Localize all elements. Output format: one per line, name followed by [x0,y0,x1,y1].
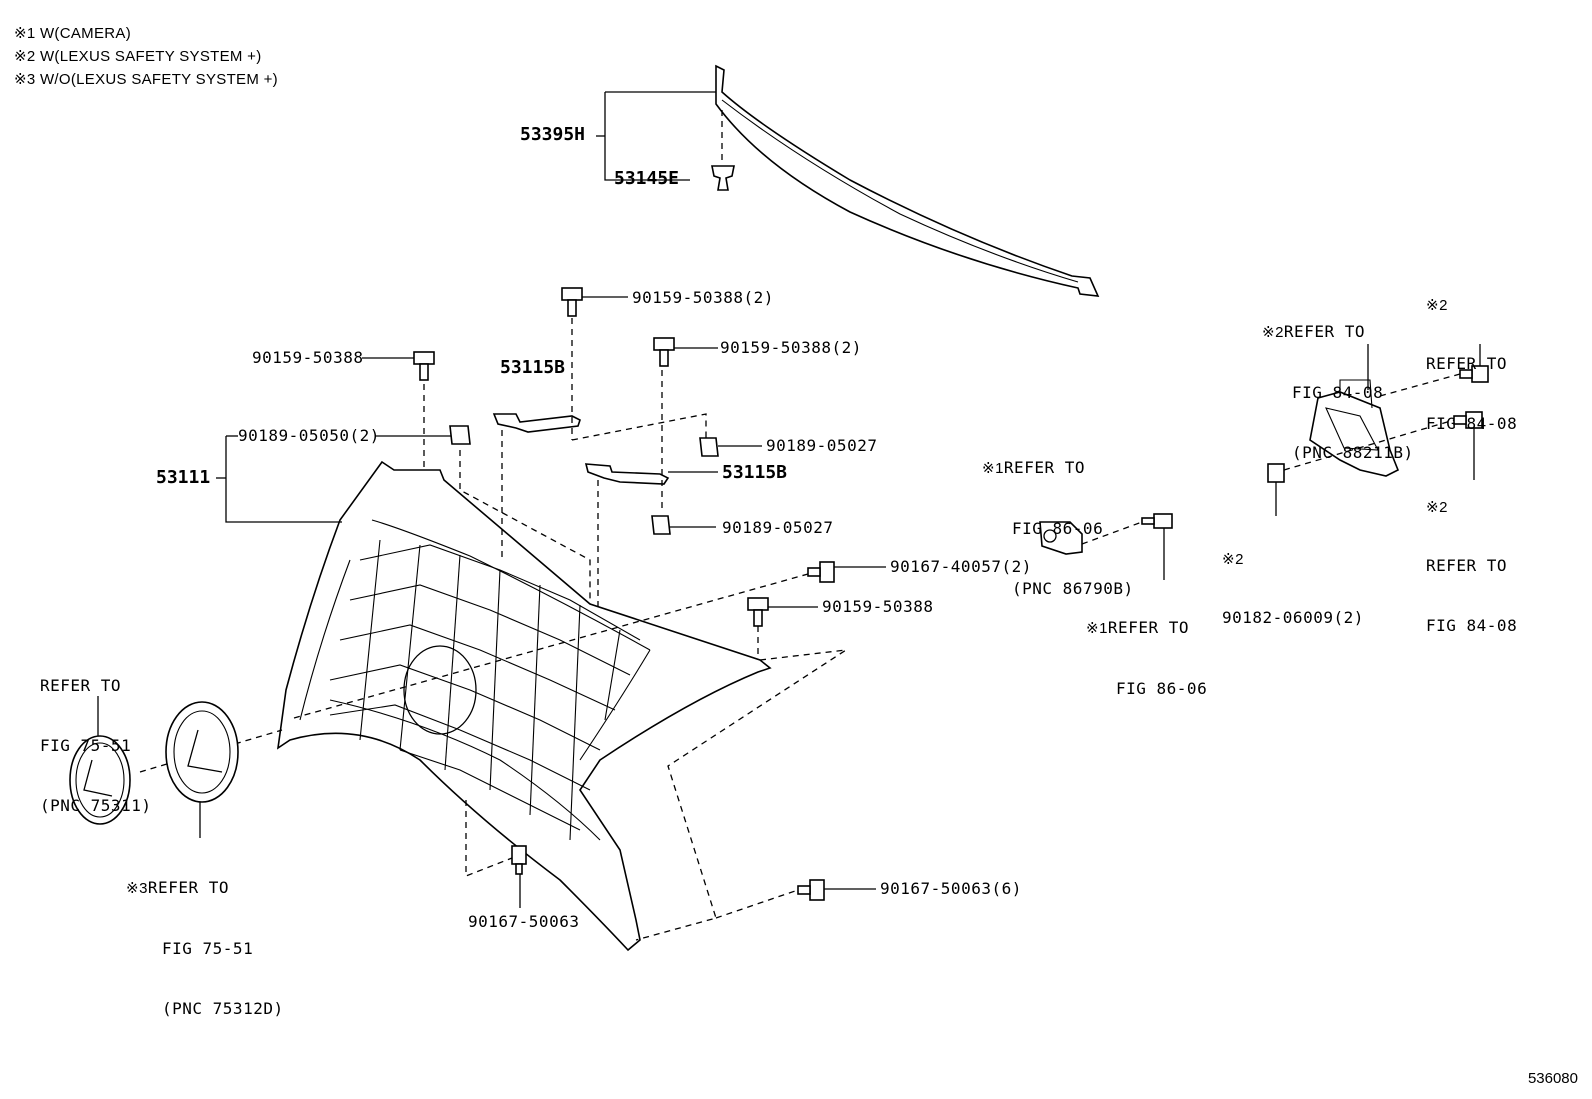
screw-40057-part [807,561,835,583]
part-label-90189-05027-upper: 90189-05027 [766,436,878,455]
note-without-lss-plus: ※3 W/O(LEXUS SAFETY SYSTEM +) [14,71,278,88]
part-label-90159-50388-2-right: 90159-50388(2) [720,338,862,357]
clip-nut-right-lower-part [651,515,671,535]
part-label-53115B-lower: 53115B [722,462,788,483]
clip-53145E-part [711,165,735,191]
emblem-front-part [69,735,131,825]
ref-radar-bolt-top: ※2 REFER TO FIG 84-08 [1426,297,1518,434]
bolt-upper-center-part [561,287,583,317]
part-label-90159-50388-2-top: 90159-50388(2) [632,288,774,307]
ref-radar: ※2REFER TO FIG 84-08 (PNC 88211B) [1262,322,1414,462]
part-label-90167-50063-6: 90167-50063(6) [880,879,1022,898]
part-label-53395H: 53395H [520,124,586,145]
screw-bottom-right-part [797,879,825,901]
bracket-53115B-lower-part [584,463,670,485]
part-label-53145E: 53145E [614,168,680,189]
part-label-90189-05050-2: 90189-05050(2) [238,426,380,445]
ref-emblem-rear: ※3REFER TO FIG 75-51 (PNC 75312D) [126,878,284,1018]
emblem-rear-part [165,701,239,803]
ref-radar-nut: ※2 90182-06009(2) [1222,551,1364,628]
figure-number: 536080 [1527,1070,1578,1087]
front-camera-part [1039,521,1083,555]
radar-sensor-part [1309,379,1400,477]
note-lss-plus: ※2 W(LEXUS SAFETY SYSTEM +) [14,48,262,65]
part-label-53111: 53111 [156,467,211,488]
ref-camera-bolt: ※1REFER TO FIG 86-06 [1086,618,1208,698]
part-label-53115B-upper: 53115B [500,357,566,378]
ref-radar-bolt-bottom: ※2 REFER TO FIG 84-08 [1426,499,1518,636]
radiator-grille-part [276,460,772,952]
bolt-upper-right-part [653,337,675,367]
bolt-upper-left-part [413,351,435,381]
camera-bolt-part [1141,513,1173,529]
part-label-90189-05027-lower: 90189-05027 [722,518,834,537]
upper-molding-part [715,64,1100,297]
part-label-90167-50063: 90167-50063 [468,912,580,931]
grille-mesh-pattern [329,539,641,841]
ref-camera: ※1REFER TO FIG 86-06 (PNC 86790B) [982,458,1134,598]
ref-emblem-front: REFER TO FIG 75-51 (PNC 75311) [40,676,152,815]
part-label-90159-50388-left: 90159-50388 [252,348,364,367]
part-label-90167-40057-2: 90167-40057(2) [890,557,1032,576]
note-camera: ※1 W(CAMERA) [14,25,132,42]
clip-nut-right-upper-part [699,437,719,457]
bolt-middle-part [747,597,769,627]
part-label-90159-50388-middle: 90159-50388 [822,597,934,616]
clip-nut-left-part [449,425,471,445]
screw-bottom-left-part [511,845,527,875]
bracket-53115B-upper-part [492,413,581,433]
footnotes: ※1 W(CAMERA) ※2 W(LEXUS SAFETY SYSTEM +)… [14,22,278,91]
